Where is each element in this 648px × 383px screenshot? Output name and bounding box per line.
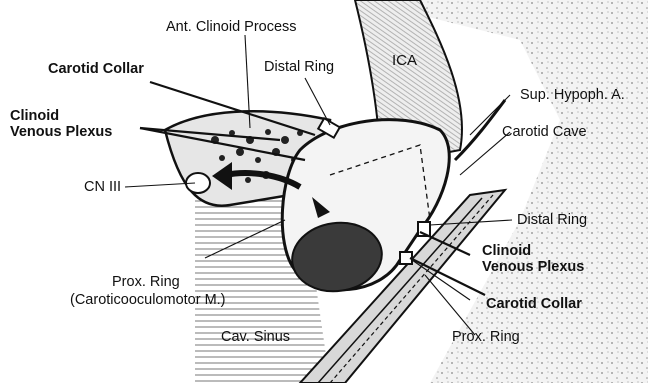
label-prox-ring-left-2: (Caroticooculomotor M.) [70,293,226,308]
label-distal-ring-right: Distal Ring [517,213,587,228]
label-carotid-collar-right: Carotid Collar [486,297,582,312]
label-clinoid-venous-plexus-left-2: Venous Plexus [10,125,112,140]
label-prox-ring-right: Prox. Ring [452,330,520,345]
label-distal-ring-top: Distal Ring [264,60,334,75]
label-cav-sinus: Cav. Sinus [221,330,290,345]
label-ica: ICA [392,53,417,69]
label-cn-iii: CN III [84,180,121,195]
label-clinoid-venous-plexus-right-1: Clinoid [482,244,531,259]
label-carotid-cave: Carotid Cave [502,125,587,140]
label-clinoid-venous-plexus-right-2: Venous Plexus [482,260,584,275]
label-sup-hypoph-a: Sup. Hypoph. A. [520,88,625,103]
label-ant-clinoid-process: Ant. Clinoid Process [166,20,297,35]
label-prox-ring-left-1: Prox. Ring [112,275,180,290]
label-carotid-collar-left: Carotid Collar [48,62,144,77]
label-clinoid-venous-plexus-left-1: Clinoid [10,109,59,124]
